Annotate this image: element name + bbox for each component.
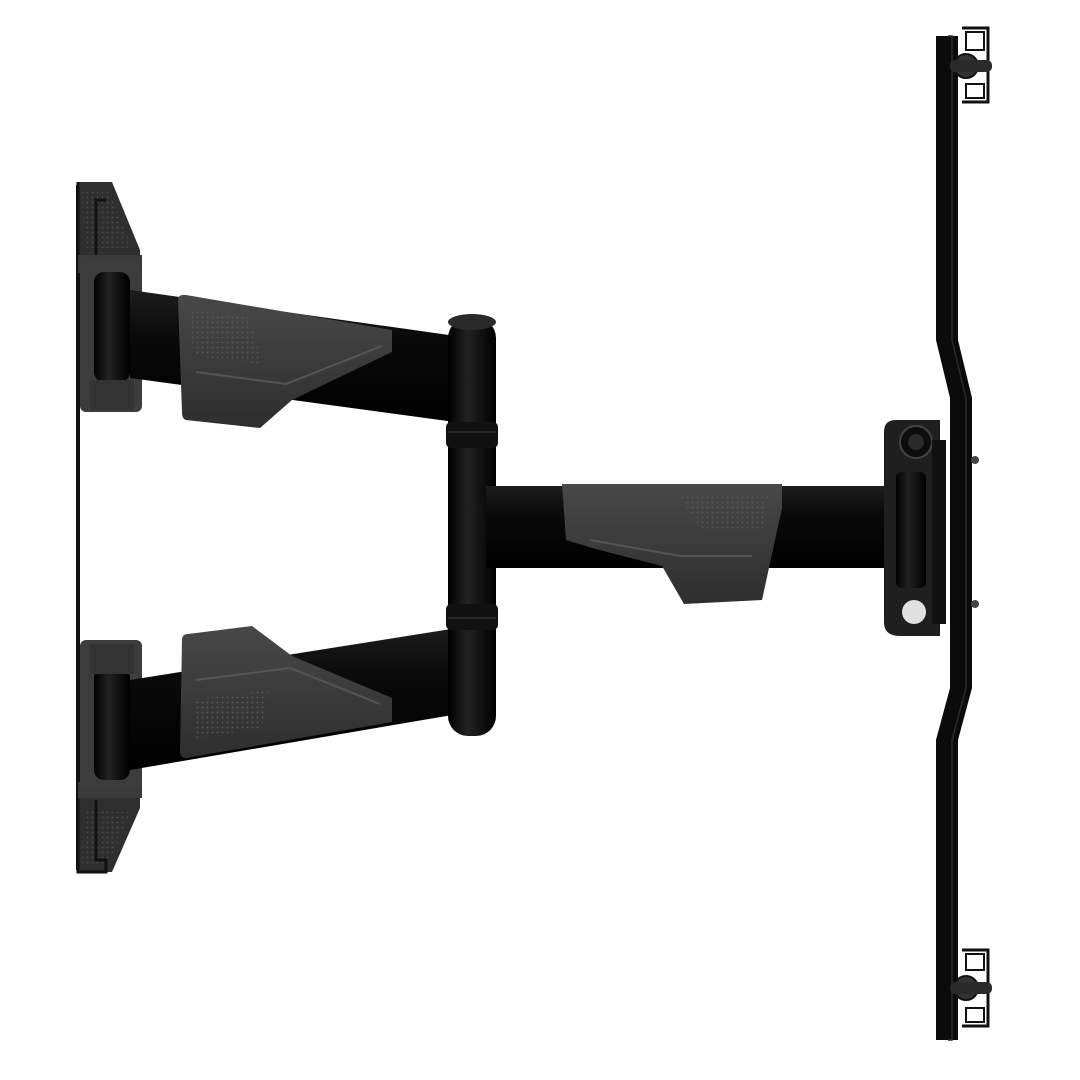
wall-plate-top-bracket [76, 182, 142, 273]
upper-arm-cover [178, 294, 392, 428]
wall-plate [76, 182, 142, 874]
upper-hinge [80, 262, 142, 412]
tv-hook-top [950, 26, 992, 104]
tilt-head [884, 420, 946, 636]
lower-hinge [80, 640, 142, 790]
tilt-knob-bottom [902, 600, 926, 624]
main-arm-cover [562, 484, 782, 604]
lower-arm [130, 626, 470, 770]
tv-hook-bottom [950, 948, 992, 1028]
center-post [446, 314, 498, 736]
lower-arm-cover [180, 626, 392, 758]
wall-plate-bottom-bracket [76, 782, 142, 874]
main-arm [486, 484, 896, 604]
upper-arm [130, 290, 470, 428]
